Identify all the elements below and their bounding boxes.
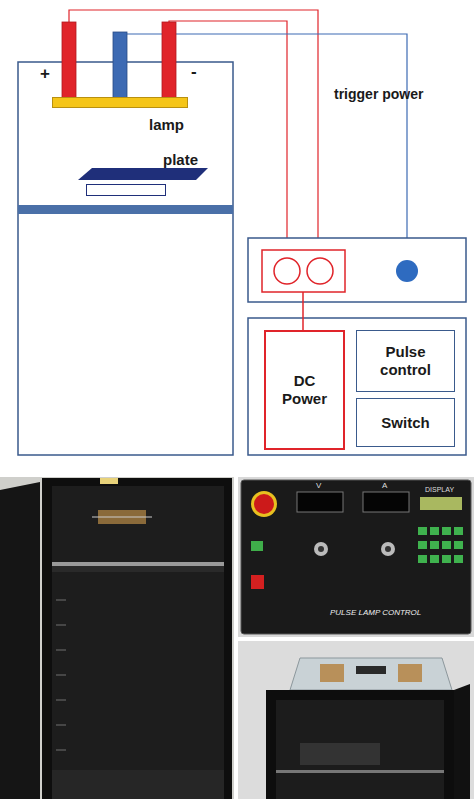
power-box: DC Power — [264, 330, 345, 450]
positive-wire — [69, 10, 318, 258]
control-box: Pulse control — [356, 330, 455, 392]
power-lead — [302, 292, 304, 330]
trigger-electrode — [113, 32, 127, 98]
node-label: Switch — [381, 414, 429, 432]
polarity-mark: - — [191, 62, 197, 82]
plate-slab — [78, 168, 208, 180]
lamp-bar: lamp — [52, 97, 188, 108]
meter-label: A — [382, 481, 387, 490]
node-label: lamp — [149, 116, 184, 133]
plate-box: plate — [86, 184, 166, 196]
cabinet-outline — [18, 62, 233, 455]
node-label: Pulse control — [371, 343, 441, 379]
terminal-socket — [274, 258, 300, 284]
panel-title: PULSE LAMP CONTROL — [330, 608, 421, 617]
control-unit — [248, 318, 466, 455]
display-label: DISPLAY — [425, 486, 454, 493]
connector-panel — [248, 238, 466, 302]
control-panel-photo — [238, 477, 474, 637]
meter-label: V — [316, 481, 321, 490]
node-label: DC Power — [277, 372, 333, 408]
cabinet-photo — [0, 477, 234, 799]
terminal-socket — [307, 258, 333, 284]
node-label: plate — [163, 151, 198, 168]
signal-label: trigger power — [334, 86, 423, 102]
lamp-cabinet-photo — [238, 641, 474, 799]
positive-electrode — [62, 22, 76, 98]
terminal-frame — [262, 250, 345, 292]
negative-wire — [169, 21, 287, 258]
polarity-mark: + — [40, 64, 50, 84]
negative-electrode — [162, 22, 176, 98]
trigger-socket — [396, 260, 418, 282]
shelf-band — [18, 205, 233, 214]
switch-box: Switch — [356, 398, 455, 447]
